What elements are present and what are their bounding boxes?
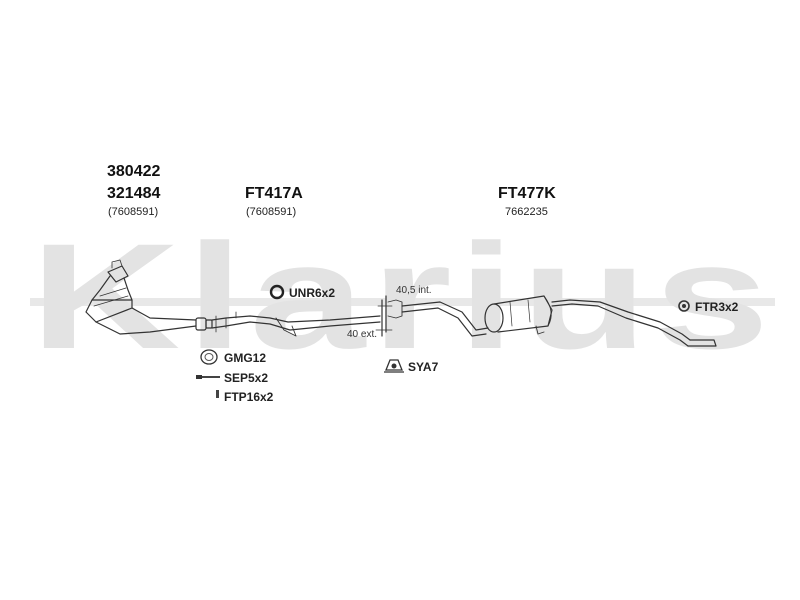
- fitting-label-ftr: FTR3x2: [695, 300, 739, 314]
- brand-watermark-graphic: Klarius: [30, 212, 775, 380]
- tail-pipe: [551, 299, 717, 347]
- part-code-catalyst-2: 321484: [107, 185, 161, 202]
- gmg-gasket-icon: [200, 349, 218, 365]
- clamp-joint-front: [195, 317, 213, 331]
- middle-pipe: [211, 311, 381, 337]
- dimension-internal: 40,5 int.: [396, 285, 432, 296]
- unr-clamp-icon: [269, 284, 285, 300]
- ftp-nut-icon: [216, 390, 219, 398]
- sep-bolt-icon: [196, 375, 220, 379]
- dimension-external: 40 ext.: [347, 329, 378, 340]
- watermark-brand-text: Klarius: [30, 218, 775, 368]
- watermark-stripe: [30, 298, 775, 306]
- part-ref-middle-pipe: (7608591): [246, 206, 297, 218]
- part-ref-rear-silencer: 7662235: [505, 206, 548, 218]
- rear-silencer: [484, 295, 553, 335]
- ftr-rubber-mount-icon: [678, 300, 690, 312]
- part-code-middle-pipe: FT417A: [245, 185, 303, 202]
- sleeve-joint: [375, 295, 403, 337]
- fitting-label-sya: SYA7: [408, 360, 439, 374]
- fitting-label-sep: SEP5x2: [224, 371, 269, 385]
- brand-watermark: Klarius: [30, 212, 775, 380]
- fitting-label-gmg: GMG12: [224, 351, 267, 365]
- fitting-label-ftp: FTP16x2: [224, 390, 274, 404]
- sya-mount-icon: [384, 359, 404, 373]
- part-code-catalyst-1: 380422: [107, 163, 161, 180]
- fitting-label-unr: UNR6x2: [289, 286, 336, 300]
- part-ref-catalyst: (7608591): [108, 206, 159, 218]
- catalytic-converter: [85, 259, 197, 335]
- rear-pipe: [401, 301, 489, 337]
- part-code-rear-silencer: FT477K: [498, 185, 556, 202]
